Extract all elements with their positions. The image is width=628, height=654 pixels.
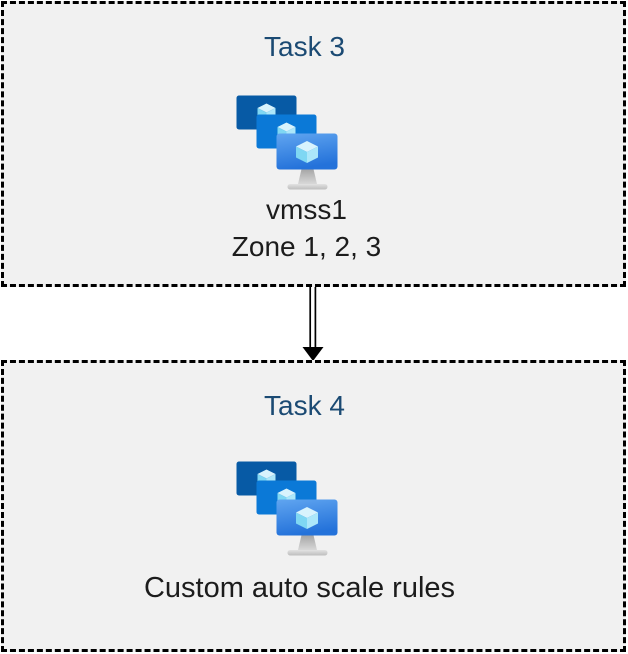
task3-label: vmss1 Zone 1, 2, 3 — [0, 191, 616, 265]
task4-box: Task 4 Custom auto scale rules — [1, 360, 626, 652]
task4-label: Custom auto scale rules — [0, 569, 609, 607]
vmss-name-label: vmss1 — [266, 194, 347, 225]
arrow-down-icon — [300, 287, 326, 361]
vm-scale-sets-icon — [236, 461, 338, 558]
vm-scale-sets-icon — [236, 95, 338, 192]
zones-label: Zone 1, 2, 3 — [231, 231, 382, 262]
task4-title: Task 4 — [264, 390, 345, 421]
task3-title: Task 3 — [264, 31, 345, 62]
task3-box: Task 3 — [1, 1, 626, 287]
autoscale-rules-label: Custom auto scale rules — [143, 572, 456, 604]
